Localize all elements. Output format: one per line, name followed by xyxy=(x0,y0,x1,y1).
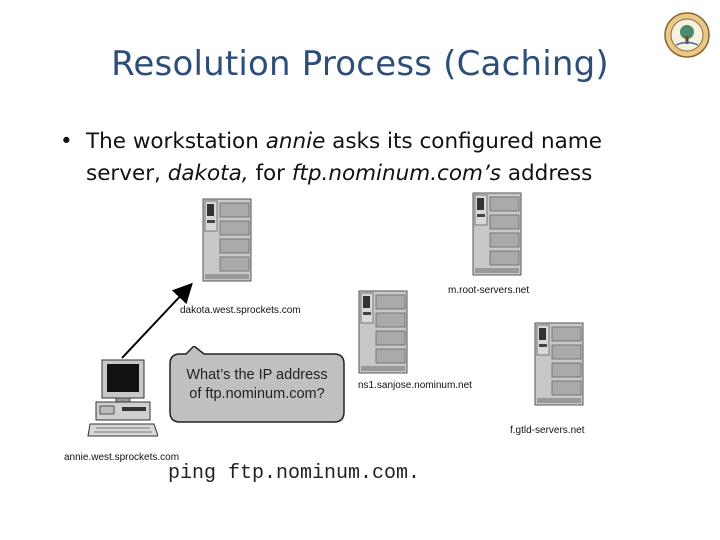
slide-title: Resolution Process (Caching) xyxy=(111,44,609,84)
sanjose-server-label: ns1.sanjose.nominum.net xyxy=(358,380,472,391)
gtld-server-label: f.gtld-servers.net xyxy=(510,425,585,436)
ping-command: ping ftp.nominum.com. xyxy=(168,462,421,485)
workstation-icon xyxy=(87,359,158,437)
root-server-label: m.root-servers.net xyxy=(448,285,530,296)
annie-label: annie.west.sprockets.com xyxy=(64,452,180,463)
bullet-text: The workstation annie asks its configure… xyxy=(86,129,602,186)
bubble-line-2: of ftp.nominum.com? xyxy=(189,386,325,402)
university-seal-icon xyxy=(664,12,710,58)
speech-bubble xyxy=(169,346,345,423)
bubble-text: What’s the IP address of ftp.nominum.com… xyxy=(168,366,346,404)
bubble-line-1: What’s the IP address xyxy=(186,367,328,383)
domain-name: ftp.nominum.com’s xyxy=(291,161,502,186)
dakota-label: dakota.west.sprockets.com xyxy=(180,305,301,316)
gtld-server-icon xyxy=(534,322,584,406)
bullet-dot: • xyxy=(60,129,73,154)
bullet-point: • The workstation annie asks its configu… xyxy=(60,126,660,190)
annie-name: annie xyxy=(265,129,326,154)
sanjose-server-icon xyxy=(358,290,408,374)
dakota-name: dakota, xyxy=(167,161,249,186)
root-server-icon xyxy=(472,192,522,276)
dakota-server-icon xyxy=(202,198,252,282)
